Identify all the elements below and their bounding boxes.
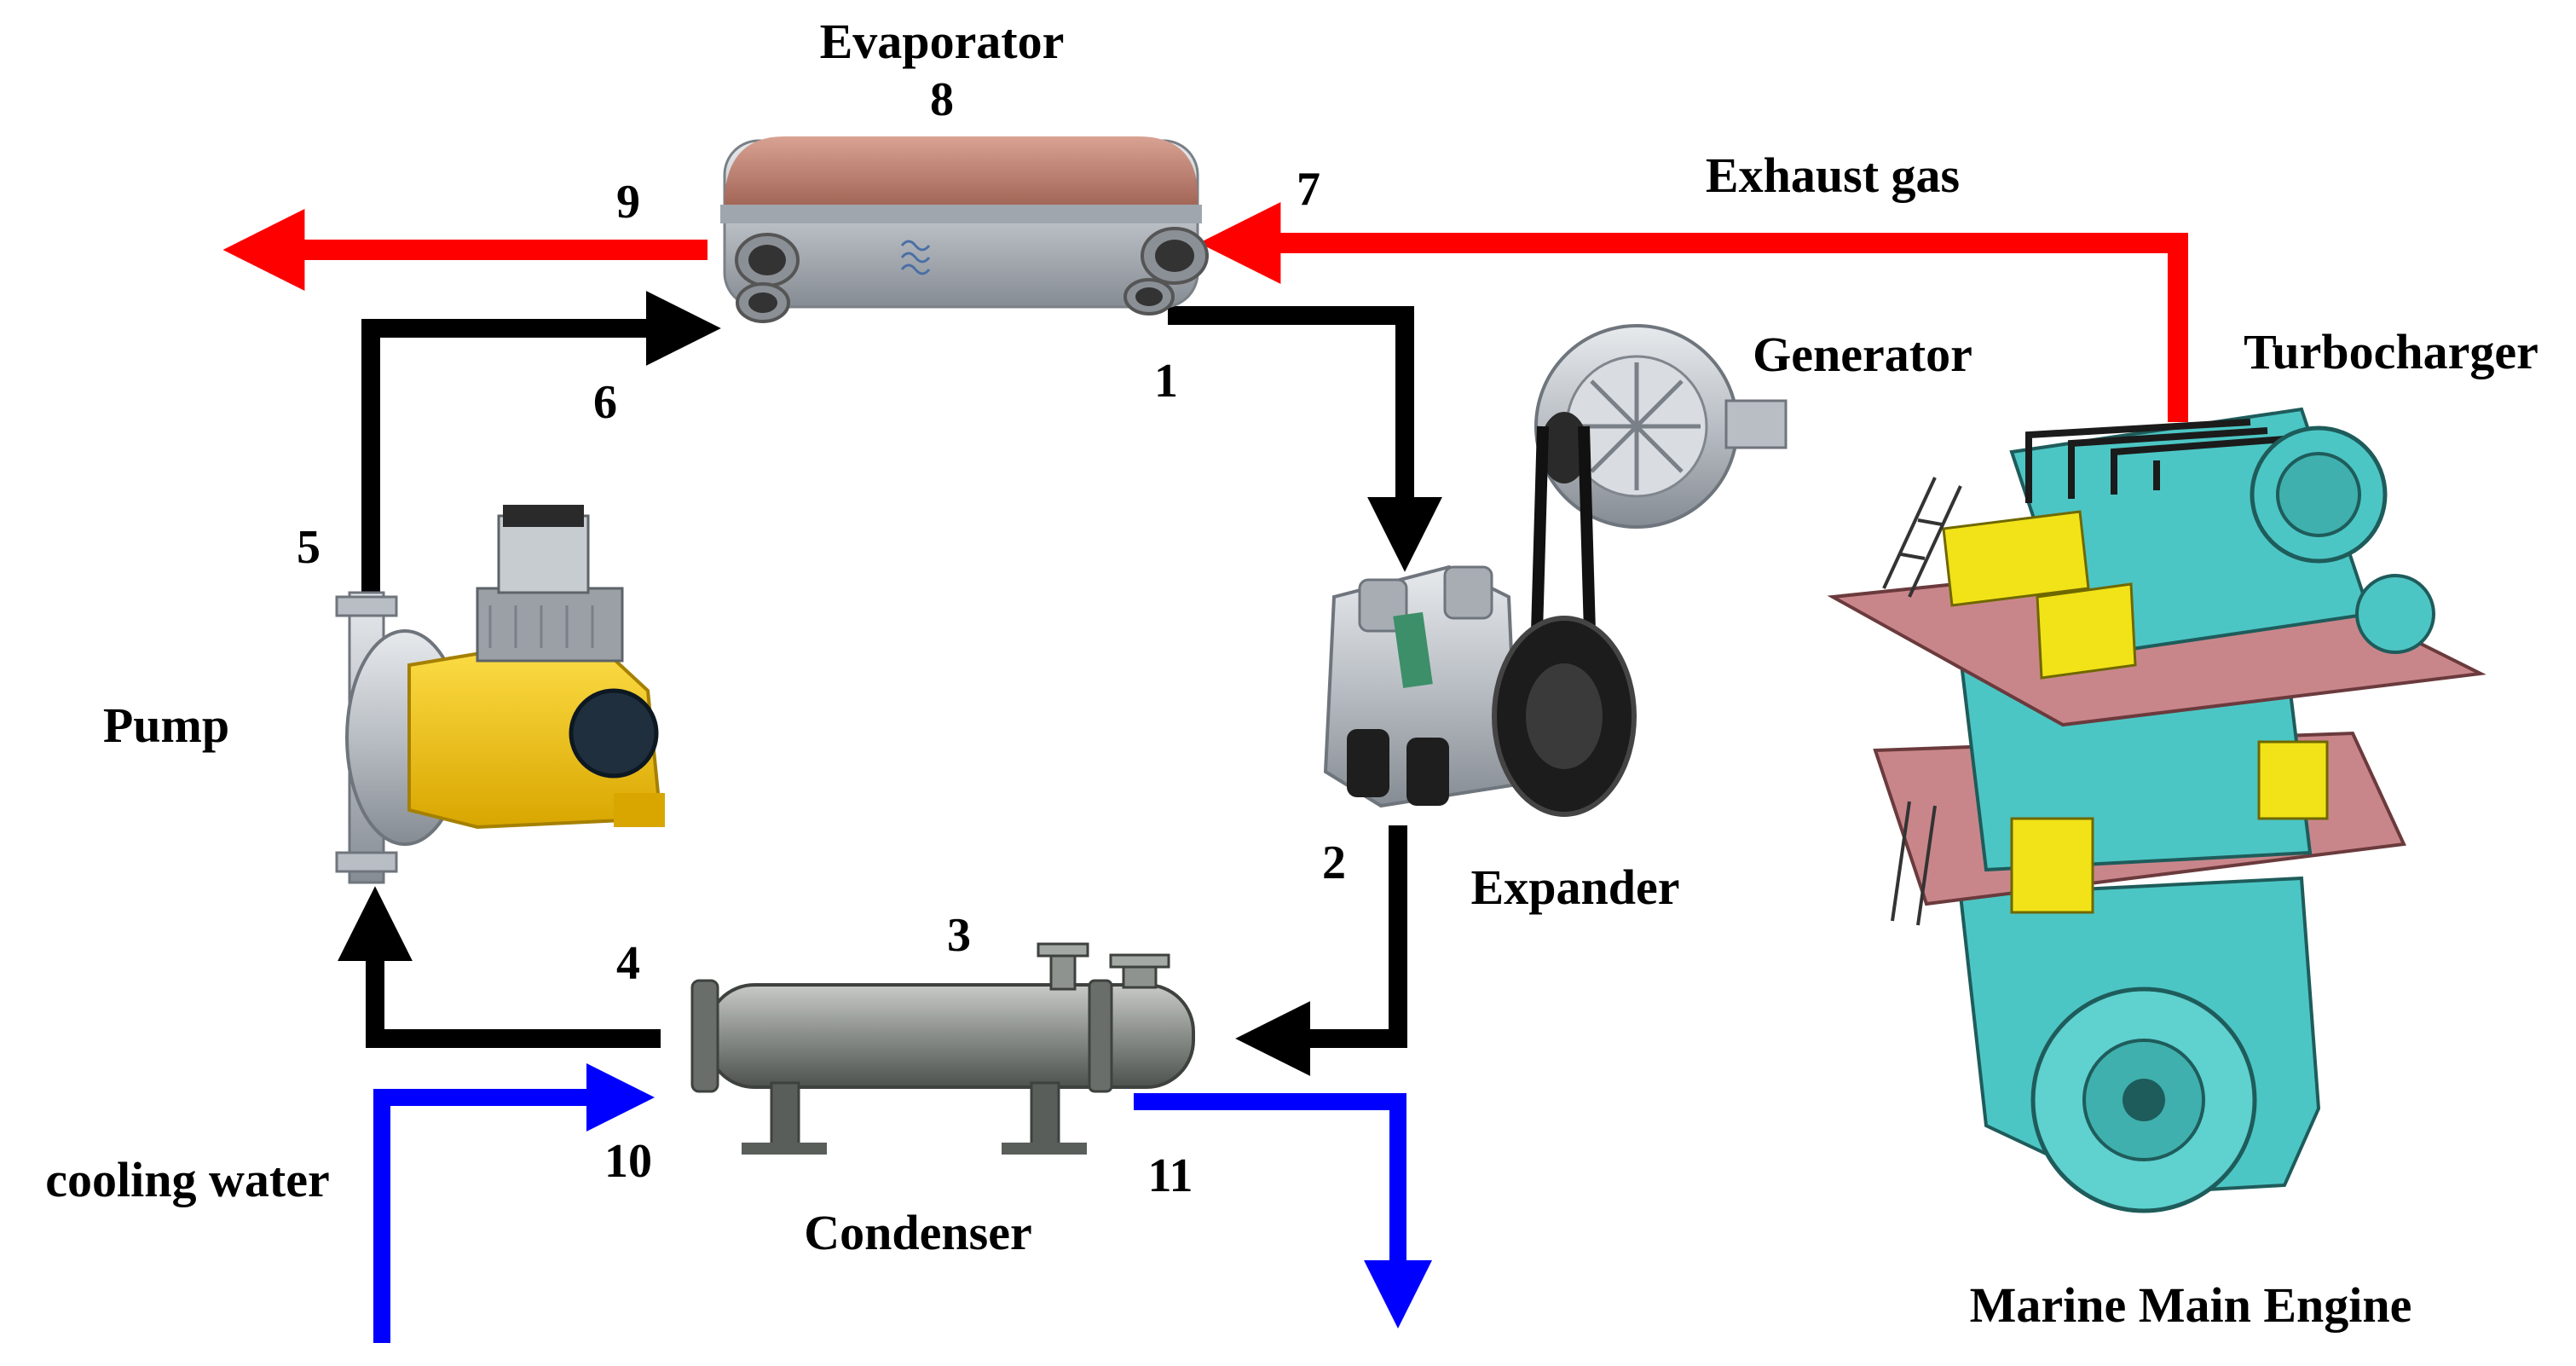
evaporator-port-top-right [1141, 227, 1209, 285]
evaporator-logo-icon [900, 240, 931, 275]
state-point-9: 9 [616, 176, 640, 229]
state-point-1: 1 [1154, 355, 1178, 408]
evaporator-port-bottom-right [1123, 278, 1175, 315]
flow-line-5-6 [361, 291, 721, 597]
cooling-water-inlet-line [373, 1063, 656, 1343]
label-condenser: Condenser [804, 1205, 1031, 1260]
state-point-10: 10 [604, 1135, 652, 1188]
flow-line-1 [1168, 306, 1442, 572]
state-point-7: 7 [1297, 163, 1320, 216]
marine-engine-illustration [1827, 407, 2486, 1213]
state-point-4: 4 [616, 937, 640, 990]
state-point-3: 3 [947, 909, 971, 962]
label-generator: Generator [1753, 327, 1972, 382]
cooling-water-outlet-line [1134, 1093, 1432, 1329]
evaporator-illustration [720, 136, 1209, 323]
flow-line-2 [1235, 825, 1407, 1076]
pump-illustration [335, 505, 665, 884]
evaporator-port-bottom-left [736, 282, 790, 323]
label-cooling-water: cooling water [45, 1152, 329, 1207]
generator-pulley-icon [1540, 412, 1588, 483]
label-turbocharger: Turbocharger [2244, 324, 2538, 379]
generator-illustration [1534, 324, 1788, 529]
exhaust-inlet-line [1198, 202, 2188, 422]
state-point-5: 5 [297, 521, 321, 574]
flow-line-4 [338, 886, 661, 1048]
label-marine-main-engine: Marine Main Engine [1970, 1277, 2412, 1333]
label-pump: Pump [103, 697, 229, 753]
label-evaporator: Evaporator [820, 14, 1065, 69]
label-exhaust-gas: Exhaust gas [1706, 148, 1960, 203]
state-point-11: 11 [1148, 1149, 1193, 1202]
condenser-illustration [690, 942, 1195, 1155]
state-point-6: 6 [593, 376, 617, 429]
label-expander: Expander [1471, 860, 1680, 915]
state-point-2: 2 [1322, 836, 1346, 889]
expander-illustration [1323, 564, 1637, 817]
state-point-8: 8 [930, 73, 954, 126]
evaporator-port-top-left [735, 233, 800, 287]
pump-gauge-icon [569, 688, 659, 779]
